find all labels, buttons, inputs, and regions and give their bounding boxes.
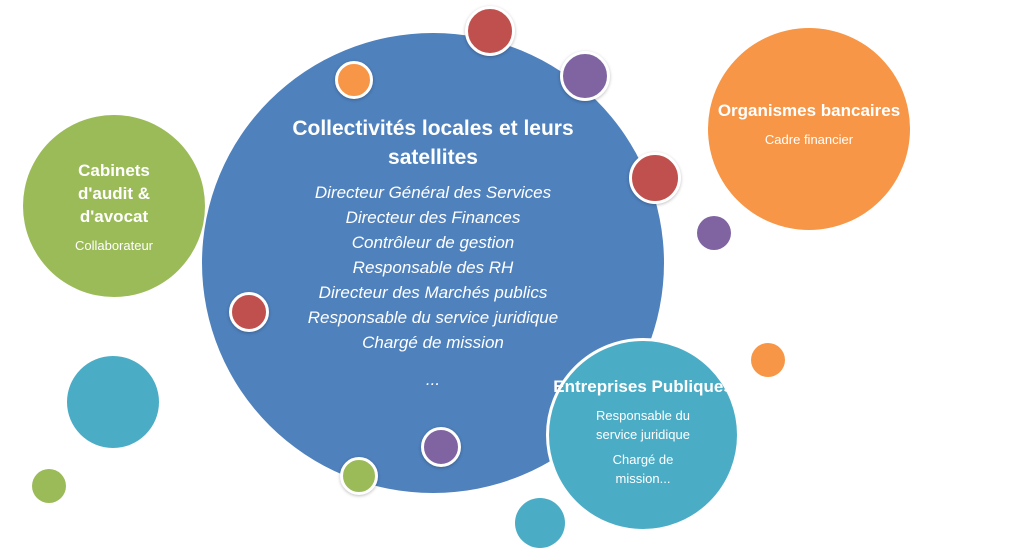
role-item: Directeur Général des Services [314, 183, 552, 202]
main-items: Directeur Général des Services Directeur… [308, 180, 558, 392]
decor-dot [32, 469, 66, 503]
role-item: Contrôleur de gestion [351, 233, 515, 252]
audit-title: Cabinets d'audit & d'avocat [77, 161, 151, 226]
decor-dot [421, 427, 461, 467]
role-item: Responsable du service juridique [307, 308, 559, 327]
audit-circle: Cabinets d'audit & d'avocat Collaborateu… [23, 115, 205, 297]
decor-dot [67, 356, 159, 448]
entreprises-sub1: Responsable du service juridique [596, 408, 690, 442]
decor-dot [465, 6, 515, 56]
bank-circle: Organismes bancaires Cadre financier [708, 28, 910, 230]
main-circle-collectivites: Collectivités locales et leurs satellite… [202, 33, 664, 493]
decor-dot [335, 61, 373, 99]
entreprises-circle: Entreprises Publiques Responsable du ser… [546, 338, 740, 532]
decor-dot [697, 216, 731, 250]
audit-sub: Collaborateur [74, 238, 154, 253]
entreprises-title: Entreprises Publiques [553, 377, 733, 396]
main-title: Collectivités locales et leurs satellite… [292, 117, 574, 169]
role-item: Directeur des Marchés publics [318, 283, 548, 302]
decor-dot [229, 292, 269, 332]
bank-title: Organismes bancaires [717, 101, 901, 120]
role-item: Directeur des Finances [345, 208, 521, 227]
decor-dot [629, 152, 681, 204]
decor-dot [515, 498, 565, 548]
bank-sub: Cadre financier [764, 132, 854, 147]
role-item: ... [425, 370, 441, 389]
role-item: Chargé de mission [362, 333, 504, 352]
entreprises-sub2: Chargé de mission... [612, 452, 674, 486]
decor-dot [751, 343, 785, 377]
role-item: Responsable des RH [352, 258, 514, 277]
decor-dot [340, 457, 378, 495]
decor-dot [560, 51, 610, 101]
